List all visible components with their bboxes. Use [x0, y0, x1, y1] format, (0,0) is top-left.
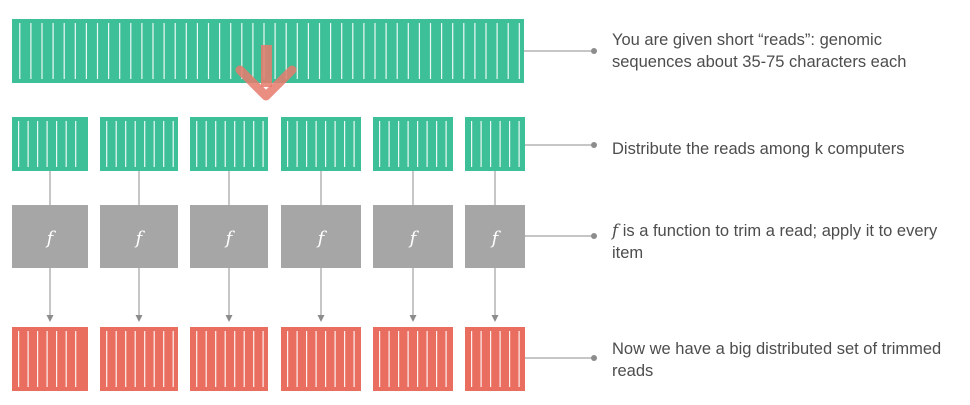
output-block	[190, 327, 268, 391]
function-to-output-arrowhead	[46, 315, 54, 322]
partition-ticks	[287, 121, 355, 167]
function-to-output-arrowhead	[491, 315, 499, 322]
trimmed-reads-row	[12, 327, 525, 391]
partition-ticks	[106, 121, 174, 167]
output-rect	[12, 327, 88, 391]
function-to-output-arrowhead	[317, 315, 325, 322]
partition-ticks	[196, 121, 264, 167]
output-ticks	[18, 331, 77, 387]
arrow-shaft	[261, 45, 272, 87]
caption-reads-text: You are given short “reads”: genomic seq…	[612, 31, 907, 71]
input-bar-ticks	[19, 23, 520, 79]
partition-rect	[190, 117, 268, 171]
output-block	[465, 327, 525, 391]
function-block: f	[281, 205, 361, 268]
partition-rect	[100, 117, 178, 171]
caption-function-text: is a function to trim a read; apply it t…	[612, 222, 938, 262]
partition-block	[100, 117, 178, 171]
function-to-output-arrowhead	[135, 315, 143, 322]
function-symbol: f	[612, 221, 619, 240]
caption-reads: You are given short “reads”: genomic seq…	[612, 29, 957, 73]
output-rect	[281, 327, 361, 391]
function-rect	[373, 205, 453, 268]
function-rect	[12, 205, 88, 268]
caption-result-text: Now we have a big distributed set of tri…	[612, 340, 942, 380]
caption-connector-dot	[591, 233, 597, 239]
output-block	[100, 327, 178, 391]
distributed-reads-row	[12, 117, 525, 205]
function-block: f	[12, 205, 88, 268]
function-rect	[190, 205, 268, 268]
output-ticks	[196, 331, 264, 387]
caption-result: Now we have a big distributed set of tri…	[612, 338, 957, 382]
output-rect	[190, 327, 268, 391]
function-rect	[281, 205, 361, 268]
caption-distribute-text: Distribute the reads among k computers	[612, 140, 905, 158]
partition-block	[281, 117, 361, 171]
output-block	[373, 327, 453, 391]
caption-function: f is a function to trim a read; apply it…	[612, 220, 957, 264]
output-rect	[465, 327, 525, 391]
function-block: f	[373, 205, 453, 268]
caption-connector-dot	[591, 48, 597, 54]
output-ticks	[287, 331, 355, 387]
partition-rect	[373, 117, 453, 171]
function-rect	[465, 205, 525, 268]
caption-distribute: Distribute the reads among k computers	[612, 138, 957, 160]
distribute-arrow-icon	[235, 45, 297, 101]
caption-connector-dot	[591, 355, 597, 361]
function-block: f	[465, 205, 525, 268]
partition-block	[373, 117, 453, 171]
output-block	[12, 327, 88, 391]
arrow-head	[235, 65, 297, 101]
partition-ticks	[379, 121, 447, 167]
function-block: f	[100, 205, 178, 268]
partition-block	[12, 117, 88, 171]
function-to-output-arrowhead	[409, 315, 417, 322]
partition-rect	[12, 117, 88, 171]
partition-rect	[281, 117, 361, 171]
caption-connector-dot	[591, 142, 597, 148]
caption-connectors	[524, 48, 597, 361]
partition-ticks	[471, 121, 520, 167]
partition-block	[465, 117, 525, 171]
function-to-output-arrowhead	[225, 315, 233, 322]
output-ticks	[379, 331, 447, 387]
partition-block	[190, 117, 268, 171]
partition-rect	[465, 117, 525, 171]
output-block	[281, 327, 361, 391]
output-ticks	[106, 331, 174, 387]
output-ticks	[471, 331, 520, 387]
function-rect	[100, 205, 178, 268]
partition-ticks	[18, 121, 77, 167]
output-rect	[100, 327, 178, 391]
output-rect	[373, 327, 453, 391]
function-block: f	[190, 205, 268, 268]
